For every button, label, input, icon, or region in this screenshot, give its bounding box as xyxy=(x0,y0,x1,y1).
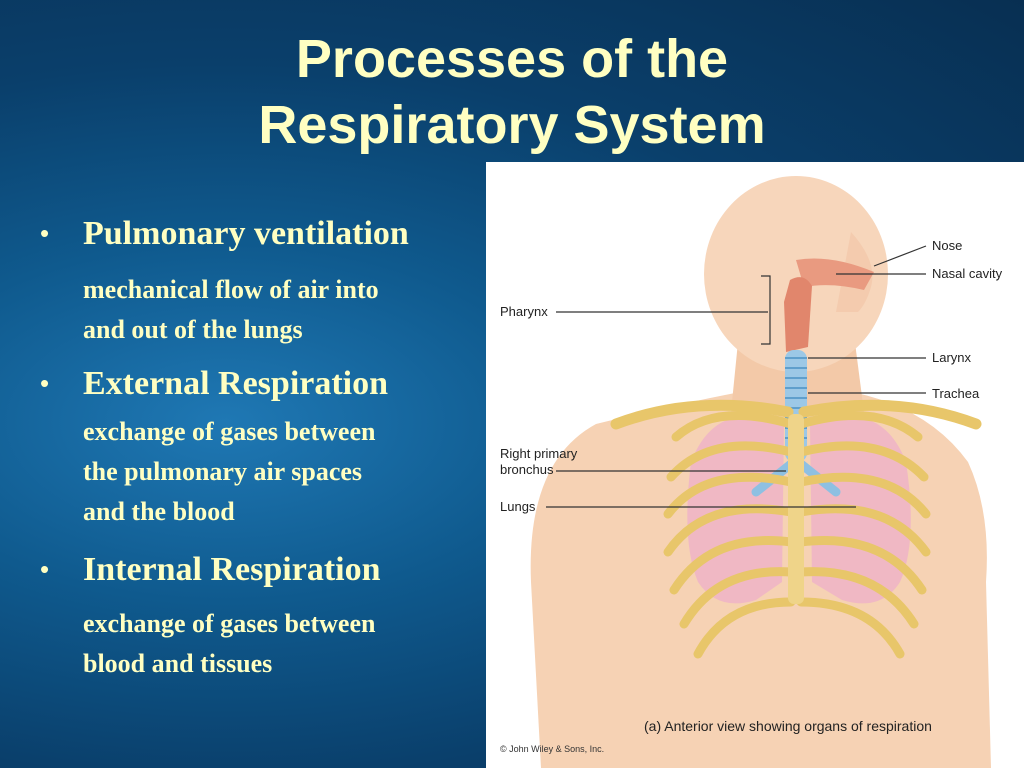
slide-title: Processes of the Respiratory System xyxy=(0,26,1024,158)
description-line: mechanical flow of air into xyxy=(83,275,379,304)
bullet-description: mechanical flow of air into and out of t… xyxy=(83,270,480,350)
bullet-list: • Pulmonary ventilation mechanical flow … xyxy=(40,212,480,684)
label-right-primary-bronchus: Right primary bronchus xyxy=(500,446,577,478)
bullet-dot-icon: • xyxy=(40,368,50,398)
clavicles xyxy=(610,399,982,430)
pharynx-shape xyxy=(784,277,812,352)
nasal-cavity-shape xyxy=(796,258,874,290)
label-lungs: Lungs xyxy=(500,499,536,514)
head-shape xyxy=(704,176,888,372)
label-larynx: Larynx xyxy=(932,350,972,365)
label-nose: Nose xyxy=(932,238,963,253)
bullet-description: exchange of gases between blood and tiss… xyxy=(83,604,480,684)
anatomy-drawing xyxy=(530,176,991,768)
description-line: the pulmonary air spaces xyxy=(83,457,363,486)
copyright-notice: © John Wiley & Sons, Inc. xyxy=(500,744,605,754)
description-line: blood and tissues xyxy=(83,649,273,678)
label-line: Right primary xyxy=(500,446,578,461)
bullet-dot-icon: • xyxy=(40,554,50,584)
bullet-heading: External Respiration xyxy=(83,365,389,402)
bullet-heading: Internal Respiration xyxy=(83,551,381,588)
label-leader-lines xyxy=(546,245,927,508)
description-line: and out of the lungs xyxy=(83,315,303,344)
bullet-external-respiration: • External Respiration exchange of gases… xyxy=(40,362,480,532)
description-line: and the blood xyxy=(83,497,235,526)
bullet-internal-respiration: • Internal Respiration exchange of gases… xyxy=(40,548,480,684)
rib-cage xyxy=(663,411,931,659)
label-pharynx: Pharynx xyxy=(500,304,548,319)
label-line: bronchus xyxy=(500,462,554,477)
bullet-heading: Pulmonary ventilation xyxy=(83,215,409,252)
figure-caption: (a) Anterior view showing organs of resp… xyxy=(644,718,932,734)
bullet-pulmonary-ventilation: • Pulmonary ventilation mechanical flow … xyxy=(40,212,480,350)
description-line: exchange of gases between xyxy=(83,609,376,638)
description-line: exchange of gases between xyxy=(83,417,376,446)
label-nasal-cavity: Nasal cavity xyxy=(932,266,1003,281)
title-line-2: Respiratory System xyxy=(258,95,766,155)
bullet-dot-icon: • xyxy=(40,218,50,248)
label-trachea: Trachea xyxy=(932,386,980,401)
bullet-description: exchange of gases between the pulmonary … xyxy=(83,412,480,532)
title-line-1: Processes of the xyxy=(295,29,729,89)
respiratory-system-illustration: Nose Nasal cavity Pharynx Larynx Trachea… xyxy=(486,162,1024,768)
sternum xyxy=(788,414,804,604)
